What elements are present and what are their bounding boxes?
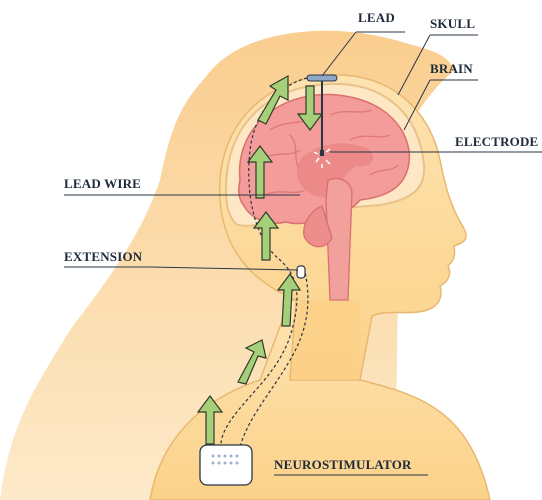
neurostimulator-device — [200, 445, 252, 485]
label-brain: BRAIN — [430, 61, 473, 76]
label-extension: EXTENSION — [64, 249, 143, 264]
extension-connector — [297, 266, 305, 278]
label-lead-wire: LEAD WIRE — [64, 176, 141, 191]
neck-shading — [292, 300, 360, 380]
label-lead: LEAD — [358, 10, 395, 25]
label-electrode: ELECTRODE — [455, 134, 538, 149]
label-neurostimulator: NEUROSTIMULATOR — [274, 457, 412, 472]
label-skull: SKULL — [430, 16, 475, 31]
